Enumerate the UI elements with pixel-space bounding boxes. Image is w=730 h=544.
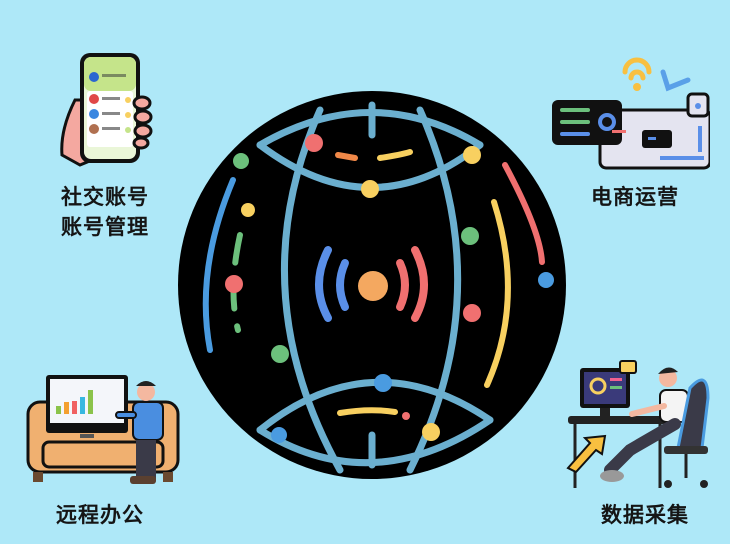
feature-label-data: 数据采集	[601, 503, 689, 527]
feature-label-ecommerce: 电商运营	[591, 185, 679, 209]
shop-card-wifi-icon	[552, 57, 710, 170]
phone-in-hand-icon	[60, 53, 153, 167]
feature-label-social: 社交账号 账号管理	[61, 185, 149, 239]
feature-label-remote: 远程办公	[56, 503, 144, 527]
person-at-monitor-sofa-icon	[26, 375, 180, 484]
person-at-desk-chart-icon	[566, 360, 710, 488]
